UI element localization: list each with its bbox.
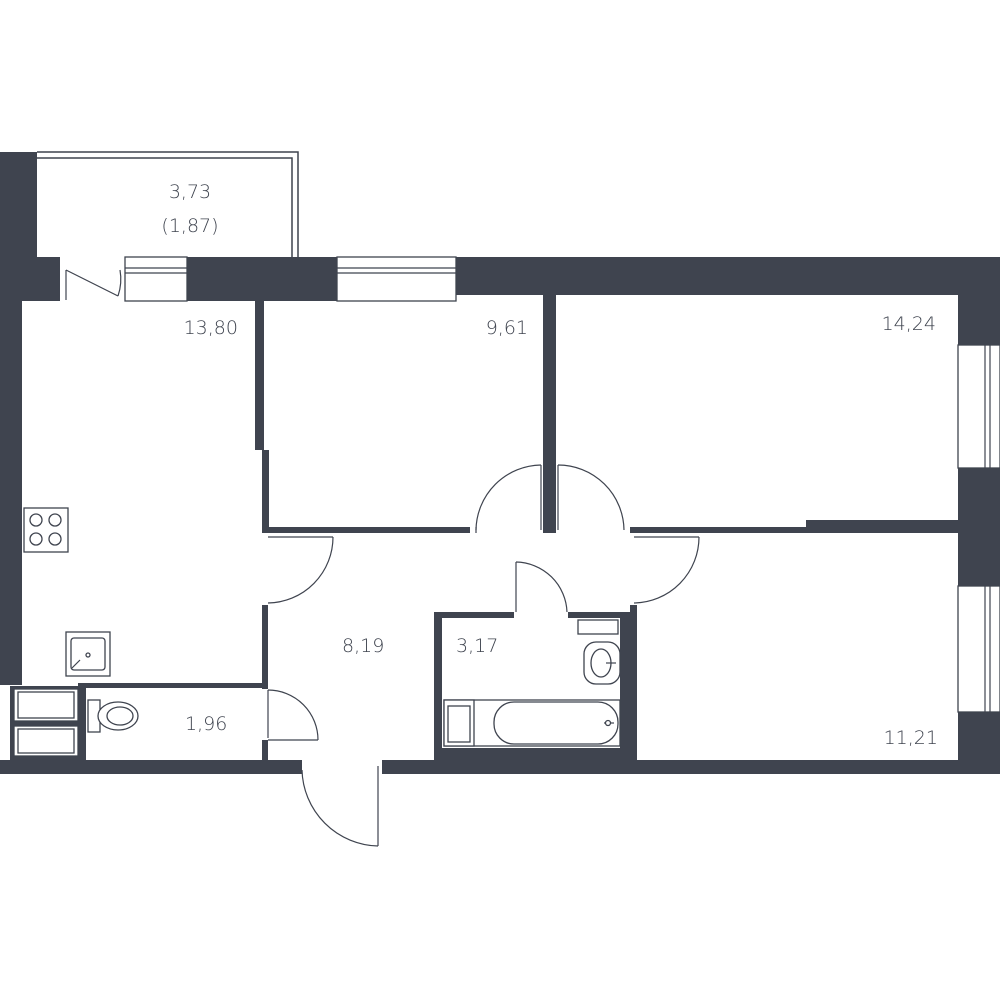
door-bedroom-corner bbox=[633, 536, 700, 604]
window-bedroom-large bbox=[957, 344, 1000, 469]
interior-walls bbox=[78, 295, 958, 765]
bathtub-icon bbox=[443, 699, 621, 747]
door-bathroom bbox=[515, 561, 568, 613]
balcony bbox=[0, 151, 299, 260]
door-kitchen bbox=[267, 536, 334, 604]
door-bedroom-large bbox=[557, 464, 625, 531]
window-bedroom-corner bbox=[957, 585, 1000, 713]
stove-icon bbox=[23, 507, 69, 553]
bedroom-large-area: 14,24 bbox=[882, 313, 936, 335]
bedroom-corner-area: 11,21 bbox=[884, 727, 938, 749]
bathroom-area: 3,17 bbox=[456, 635, 498, 657]
fixtures bbox=[10, 507, 621, 760]
kitchen-area: 13,80 bbox=[184, 317, 238, 339]
windows bbox=[124, 256, 1000, 713]
bedroom-small-area: 9,61 bbox=[486, 317, 528, 339]
bathroom-sink-icon bbox=[577, 619, 621, 685]
doors bbox=[65, 269, 700, 847]
door-balcony bbox=[65, 269, 122, 300]
window-kitchen bbox=[124, 256, 188, 302]
hallway-area: 8,19 bbox=[342, 635, 384, 657]
window-bedroom-small bbox=[336, 256, 457, 302]
outer-walls bbox=[0, 257, 1000, 774]
washing-machine-icon bbox=[10, 686, 82, 760]
toilet-area: 1,96 bbox=[185, 713, 227, 735]
door-toilet bbox=[267, 689, 319, 741]
balcony-area-reduced: (1,87) bbox=[161, 215, 218, 237]
toilet-icon bbox=[87, 699, 139, 733]
door-bedroom-small bbox=[475, 464, 542, 533]
kitchen-sink-icon bbox=[65, 631, 111, 677]
balcony-area: 3,73 bbox=[169, 181, 211, 203]
door-entrance bbox=[301, 766, 379, 847]
area-labels: 3,73 (1,87) 13,80 9,61 14,24 8,19 3,17 1… bbox=[161, 181, 938, 749]
